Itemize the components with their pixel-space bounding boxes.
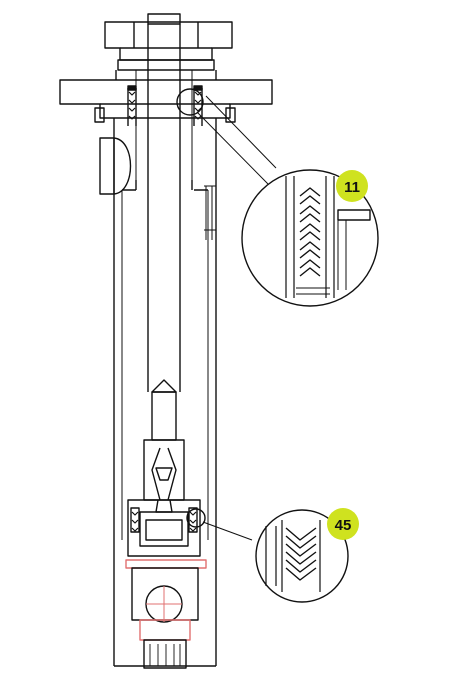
detail-11-magnifier [196,95,379,307]
detail-45-magnifier [202,509,349,603]
upper-packing [127,85,204,126]
callout-label-45: 45 [335,517,352,534]
lower-piston [127,379,201,557]
callout-badge-45: 45 [327,508,359,540]
foot-valve [125,559,207,669]
callout-badge-11: 11 [336,170,368,202]
outer-cylinder [99,118,217,667]
top-cap [104,13,233,71]
callout-label-11: 11 [344,179,360,196]
lower-packing [130,507,206,533]
piston-rod [135,24,193,392]
flange [59,70,273,123]
